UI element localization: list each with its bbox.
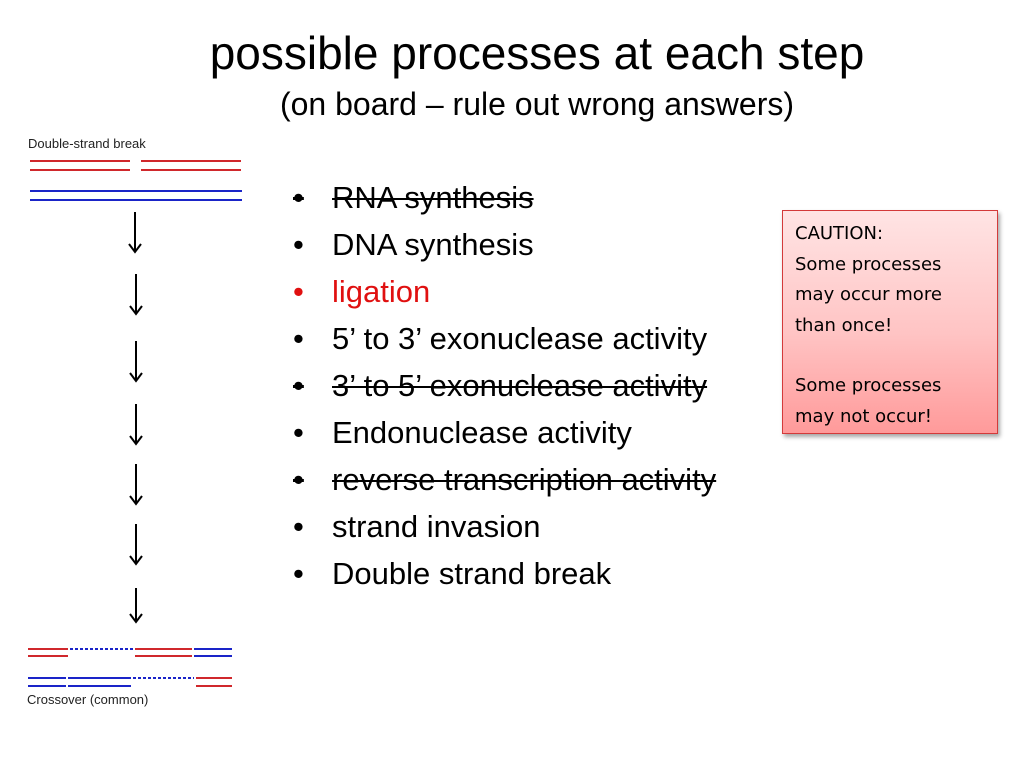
double-strand-break-label: Double-strand break bbox=[28, 136, 146, 151]
list-item: • reverse transcription activity bbox=[290, 462, 750, 498]
process-list: • RNA synthesis • DNA synthesis • ligati… bbox=[290, 180, 750, 603]
step-arrow-1 bbox=[128, 212, 142, 254]
list-item: • 3’ to 5’ exonuclease activity bbox=[290, 368, 750, 404]
crossover-duplex bbox=[28, 648, 232, 687]
step-arrow-3 bbox=[129, 341, 143, 383]
bullet-icon: • bbox=[293, 415, 304, 450]
caution-absent-note: Some processes may not occur! bbox=[795, 375, 942, 427]
caution-repeat-note: Some processes may occur more than once! bbox=[795, 253, 942, 336]
caution-box: CAUTION: Some processes may occur more t… bbox=[782, 210, 998, 434]
list-item: • 5’ to 3’ exonuclease activity bbox=[290, 321, 750, 357]
process-label: strand invasion bbox=[332, 509, 541, 544]
process-label: 5’ to 3’ exonuclease activity bbox=[332, 321, 708, 356]
caution-spacer bbox=[795, 341, 985, 371]
process-label: RNA synthesis bbox=[332, 180, 534, 215]
list-item: • DNA synthesis bbox=[290, 227, 750, 263]
bullet-icon: • bbox=[293, 556, 304, 591]
bullet-icon: • bbox=[293, 462, 304, 497]
process-label: ligation bbox=[332, 274, 431, 309]
process-label: Endonuclease activity bbox=[332, 415, 632, 450]
process-label: Double strand break bbox=[332, 556, 612, 591]
bullet-icon: • bbox=[293, 321, 304, 356]
list-item: • Endonuclease activity bbox=[290, 415, 750, 451]
bullet-icon: • bbox=[293, 509, 304, 544]
step-arrows bbox=[128, 212, 143, 624]
list-item: • ligation bbox=[290, 274, 750, 310]
list-item: • strand invasion bbox=[290, 509, 750, 545]
crossover-label: Crossover (common) bbox=[27, 692, 149, 707]
bullet-icon: • bbox=[293, 274, 304, 309]
process-label: 3’ to 5’ exonuclease activity bbox=[332, 368, 708, 403]
list-item: • Double strand break bbox=[290, 556, 750, 592]
bullet-icon: • bbox=[293, 227, 304, 262]
bullet-icon: • bbox=[293, 368, 304, 403]
caution-heading: CAUTION: bbox=[795, 223, 884, 244]
list-item: • RNA synthesis bbox=[290, 180, 750, 216]
double-strand-break-duplex bbox=[30, 160, 242, 201]
step-arrow-5 bbox=[129, 464, 143, 506]
step-arrow-2 bbox=[129, 274, 143, 316]
step-arrow-7 bbox=[129, 588, 143, 624]
step-arrow-4 bbox=[129, 404, 143, 446]
process-label: DNA synthesis bbox=[332, 227, 534, 262]
slide-subtitle: (on board – rule out wrong answers) bbox=[279, 86, 795, 122]
slide-title: possible processes at each step bbox=[209, 27, 865, 79]
process-label: reverse transcription activity bbox=[332, 462, 717, 497]
step-arrow-6 bbox=[129, 524, 143, 566]
bullet-icon: • bbox=[293, 180, 304, 215]
